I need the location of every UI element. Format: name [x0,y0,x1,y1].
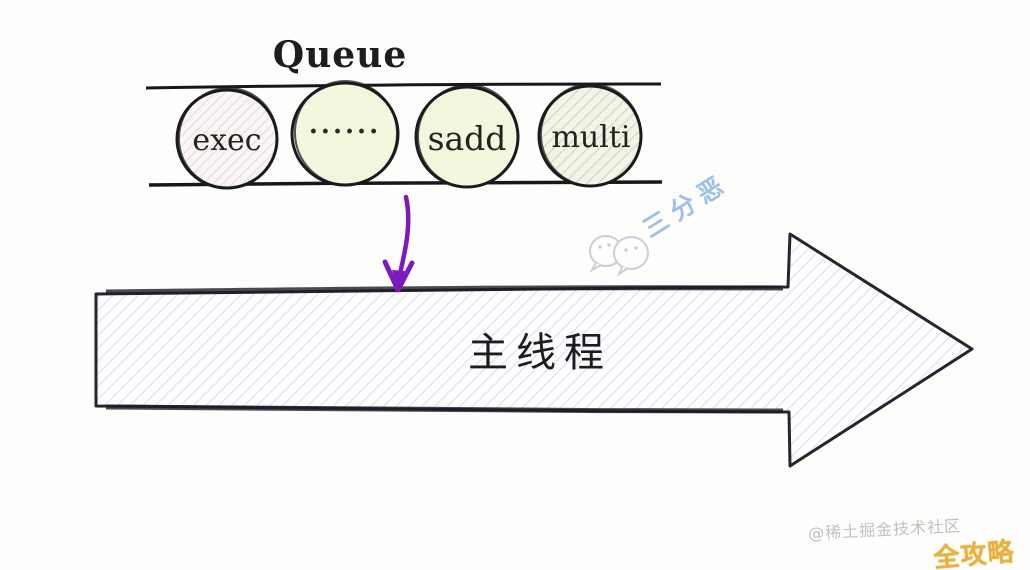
queue-item-multi-label: multi [551,119,631,155]
queue-item-exec-label: exec [192,122,262,158]
queue-circle-exec [175,87,279,190]
queue-item-sadd-label: sadd [427,118,507,158]
main-arrow-top-edge-overdraw [105,285,784,295]
main-arrow-bottom-edge-overdraw [105,404,784,414]
main-thread-label: 主线程 [468,330,612,376]
queue-title: Queue [272,34,408,76]
queue-circle-multi [537,83,643,188]
queue-circle-dots [290,80,400,187]
queue-circle-sadd [414,84,520,189]
queue-to-main-thread-arrow [382,194,415,293]
main-thread-arrow [94,232,974,468]
queue-item-ellipsis-label: ······ [308,117,382,147]
wechat-icon [589,235,649,277]
